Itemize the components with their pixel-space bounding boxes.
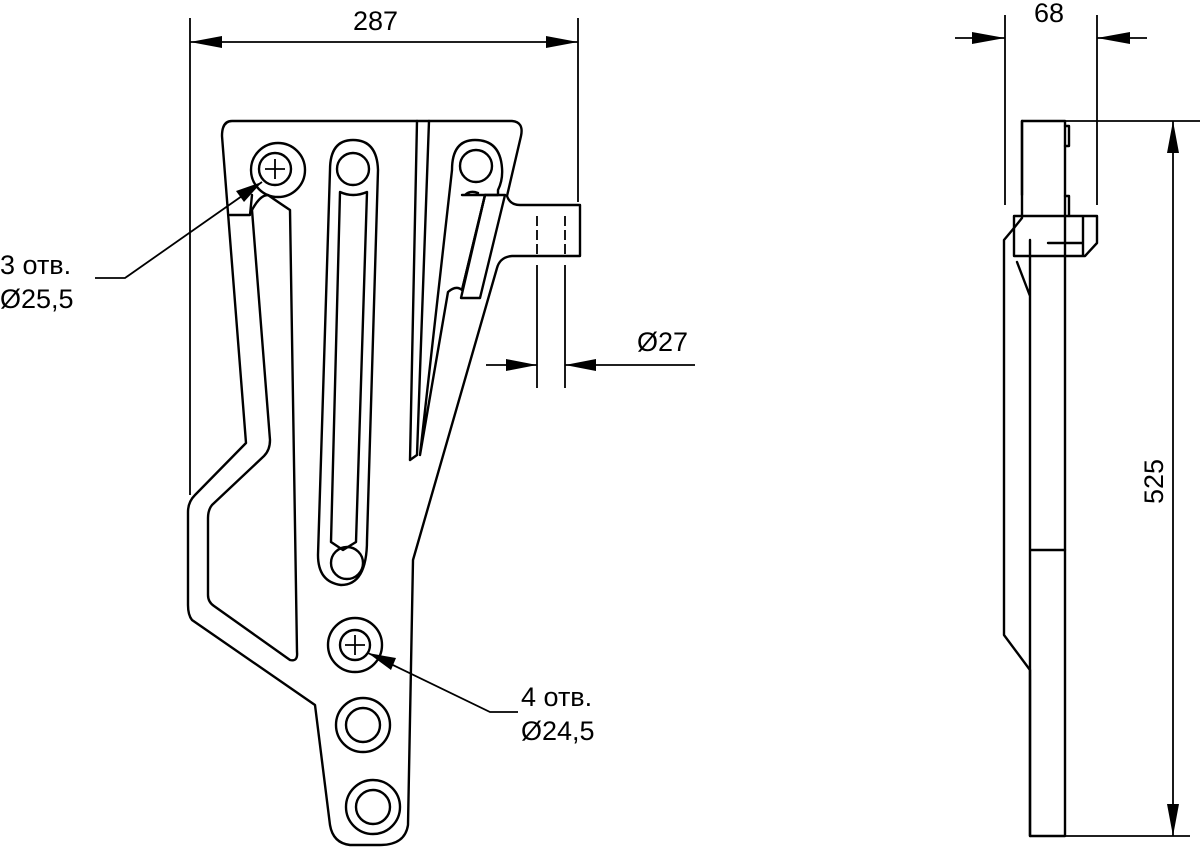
bottom-hole-1 <box>326 616 384 674</box>
thickness-dim-label: 68 <box>1034 0 1065 28</box>
vertical-rib <box>408 119 431 462</box>
height-dimension <box>1022 120 1200 837</box>
pin-hole-hidden <box>536 216 566 256</box>
side-view <box>955 15 1200 838</box>
pin-dimension <box>486 265 695 388</box>
top-hole-1 <box>249 141 307 199</box>
top-holes-count: 3 отв. <box>0 250 72 280</box>
left-bar-cut <box>228 193 254 217</box>
bottom-holes-diameter: Ø24,5 <box>521 716 595 746</box>
top-holes-leader <box>95 181 263 279</box>
middle-slot <box>316 138 380 587</box>
width-dim-label: 287 <box>353 6 399 36</box>
height-dim-label: 525 <box>1139 458 1170 505</box>
slot-end-hole <box>329 545 365 581</box>
top-hole-3 <box>458 148 494 184</box>
right-wedge <box>459 193 507 300</box>
pin-dim-label: Ø27 <box>637 327 689 357</box>
bracket-outline <box>186 119 582 847</box>
width-dimension <box>189 18 579 495</box>
front-view <box>95 18 695 847</box>
right-slot <box>418 138 504 457</box>
top-holes-diameter: Ø25,5 <box>0 284 74 314</box>
thickness-dimension <box>955 15 1147 205</box>
side-body <box>1002 119 1067 838</box>
top-hole-2 <box>335 151 371 187</box>
bottom-hole-3 <box>344 778 402 836</box>
middle-slot-inner <box>329 190 369 552</box>
bottom-hole-2 <box>334 696 392 754</box>
bottom-holes-leader <box>367 652 518 713</box>
side-block <box>1012 214 1099 258</box>
left-window <box>206 193 299 662</box>
bottom-holes-count: 4 отв. <box>521 682 593 712</box>
